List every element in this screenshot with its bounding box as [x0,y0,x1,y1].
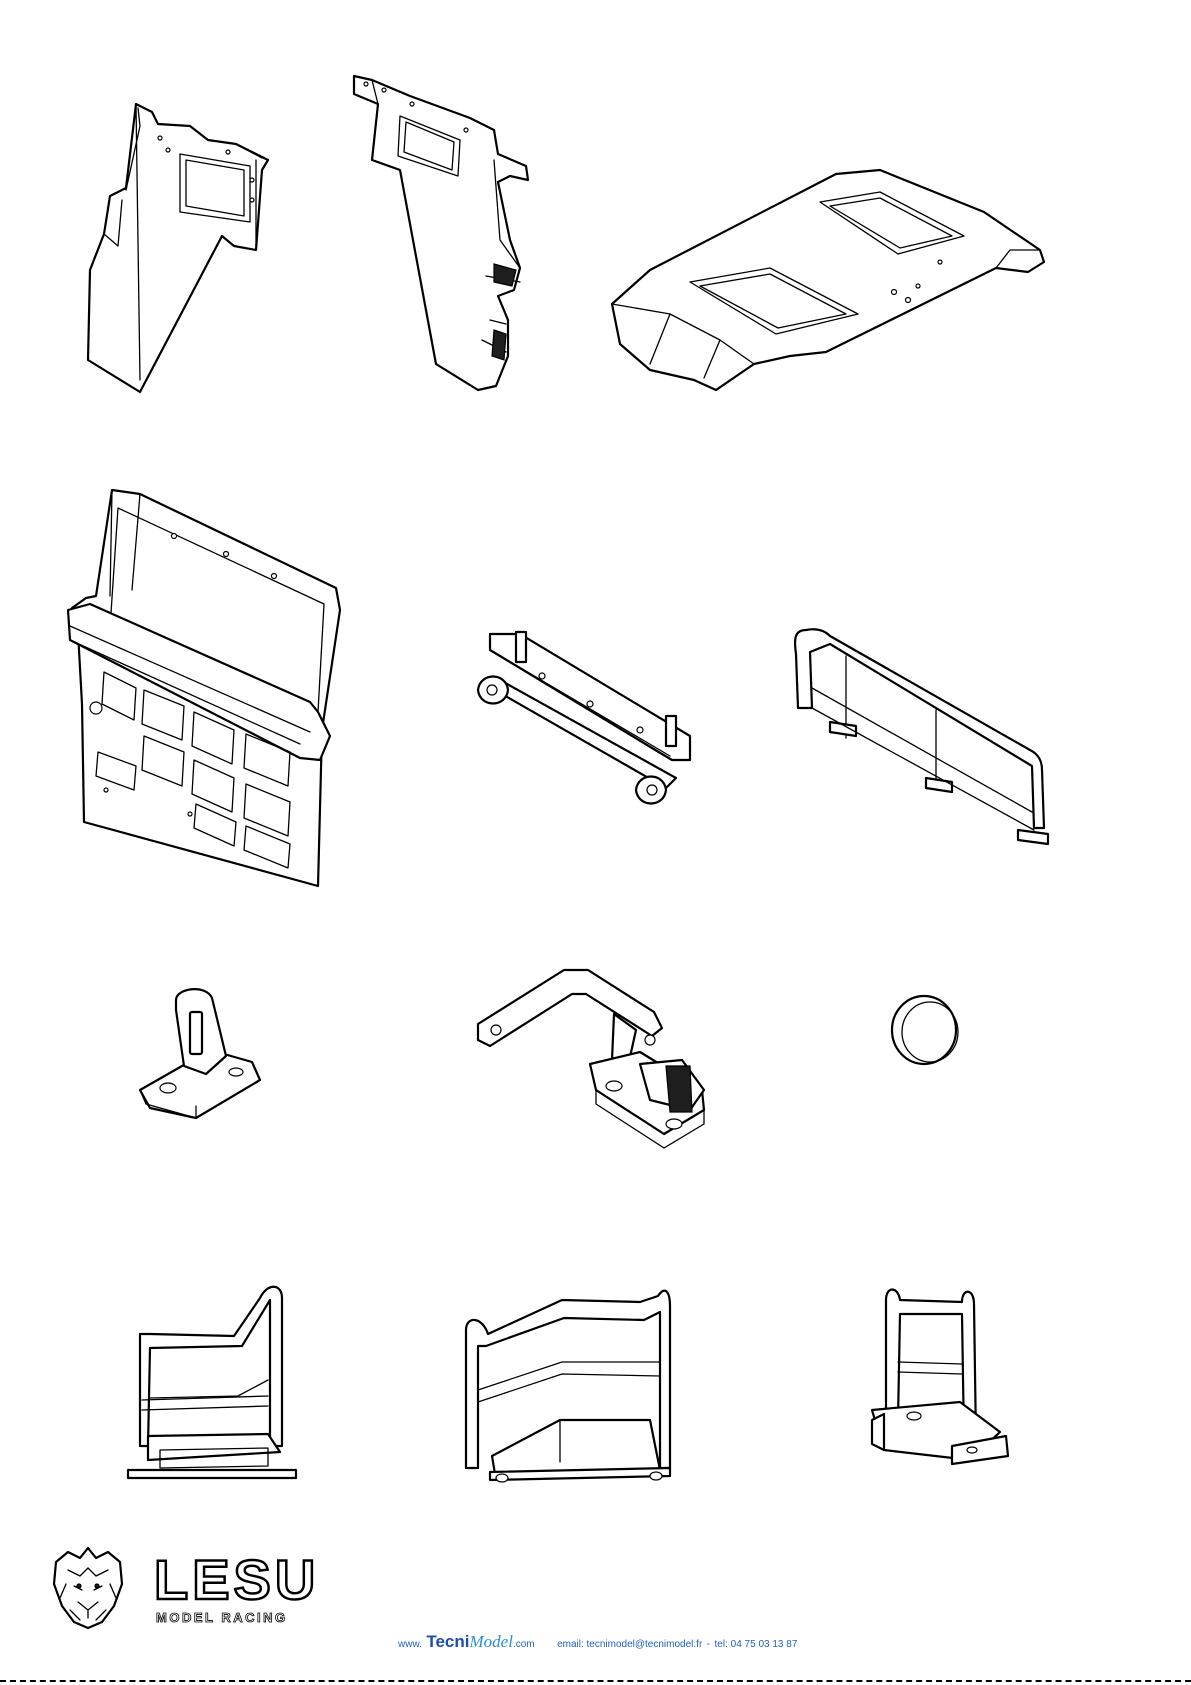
footer-separator: - [707,1639,710,1650]
center-step-ladder [466,1291,670,1482]
footer-domain-suffix: .com [513,1639,535,1650]
cut-line [0,1680,1191,1682]
footer-phone: tel: 04 75 03 13 87 [715,1639,798,1650]
brand-tagline: MODEL RACING [156,1610,288,1625]
footer-www: www. [398,1639,422,1650]
footer-email: email: tecnimodel@tecnimodel.fr [557,1639,702,1650]
footer-company-part1: Tecni [426,1632,469,1651]
front-grille-panel [68,490,340,886]
footer-contact: www. TecniModel.com email: tecnimodel@te… [398,1632,797,1652]
brand-logo: LESU MODEL RACING [46,1552,306,1632]
cab-roof [612,170,1044,390]
footer-company-part2: Model [470,1632,513,1651]
left-cab-side-panel [88,104,268,392]
rear-guard-rail [795,629,1048,844]
left-step-ladder [128,1287,296,1478]
right-step-ladder [872,1290,1008,1465]
round-cap [892,996,958,1064]
brand-name: LESU [154,1552,319,1608]
tow-hook [140,989,260,1118]
door-latch-bracket [478,970,704,1148]
right-cab-side-panel [354,76,528,390]
mirror-mount-bar [478,632,690,804]
